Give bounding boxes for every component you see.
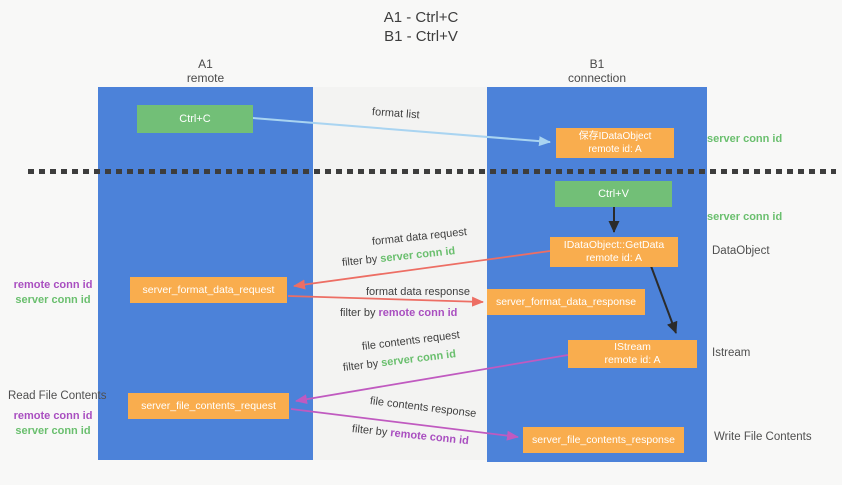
node-istream: IStream remote id: A (568, 340, 697, 368)
node-server-file-contents-response: server_file_contents_response (523, 427, 684, 453)
node-server-format-data-request: server_format_data_request (130, 277, 287, 303)
filter-2-prefix: filter by (340, 307, 376, 319)
label-server-conn-id-1: server conn id (15, 294, 91, 306)
column-a1-name: A1 (198, 57, 213, 71)
column-b1-name: B1 (589, 57, 605, 71)
node-file-request-label: server_file_contents_request (141, 399, 276, 412)
label-stack-format: remote conn id server conn id (8, 278, 98, 308)
title-line-2: B1 - Ctrl+V (384, 28, 458, 45)
node-file-response-label: server_file_contents_response (531, 433, 675, 446)
label-istream: Istream (712, 347, 751, 359)
column-header-a1: A1 remote (98, 57, 313, 85)
node-server-file-contents-request: server_file_contents_request (128, 393, 289, 419)
node-istream-line2: remote id: A (604, 354, 661, 366)
label-remote-conn-id-1: remote conn id (13, 279, 93, 291)
node-ctrl-c-label: Ctrl+C (179, 113, 211, 125)
node-getdata-line2: remote id: A (585, 252, 643, 264)
phase-separator-dotted-line (28, 169, 836, 174)
node-save-idataobject-line1: 保存IDataObject (578, 131, 652, 142)
title-line-1: A1 - Ctrl+C (383, 9, 459, 26)
label-stack-file: remote conn id server conn id (8, 409, 98, 439)
node-ctrl-v: Ctrl+V (555, 181, 672, 207)
node-save-idataobject-line2: remote id: A (588, 144, 642, 155)
label-server-conn-id-top: server conn id (707, 133, 783, 145)
filter-2-value: remote conn id (378, 307, 458, 319)
label-read-file-contents: Read File Contents (8, 390, 107, 402)
node-ctrl-v-label: Ctrl+V (598, 188, 629, 200)
node-format-response-label: server_format_data_response (495, 295, 637, 308)
node-format-request-label: server_format_data_request (142, 283, 275, 296)
node-getdata-line1: IDataObject::GetData (563, 239, 665, 251)
node-server-format-data-response: server_format_data_response (487, 289, 645, 315)
diagram-title: A1 - Ctrl+C B1 - Ctrl+V (0, 8, 842, 46)
column-a1-role: remote (186, 71, 225, 85)
label-dataobject: DataObject (712, 245, 770, 257)
label-remote-conn-id-2: remote conn id (13, 410, 93, 422)
label-server-conn-id-mid: server conn id (707, 211, 783, 223)
label-server-conn-id-2: server conn id (15, 425, 91, 437)
node-ctrl-c: Ctrl+C (137, 105, 253, 133)
column-header-b1: B1 connection (487, 57, 707, 85)
column-b1-role: connection (567, 71, 627, 85)
arrow-label-format-data-response: format data response (366, 286, 470, 298)
arrow-label-filter-2: filter by remote conn id (340, 307, 457, 319)
node-idataobject-getdata: IDataObject::GetData remote id: A (550, 237, 678, 267)
node-save-idataobject: 保存IDataObject remote id: A (556, 128, 674, 158)
label-write-file-contents: Write File Contents (714, 431, 812, 443)
node-istream-line1: IStream (614, 341, 651, 353)
